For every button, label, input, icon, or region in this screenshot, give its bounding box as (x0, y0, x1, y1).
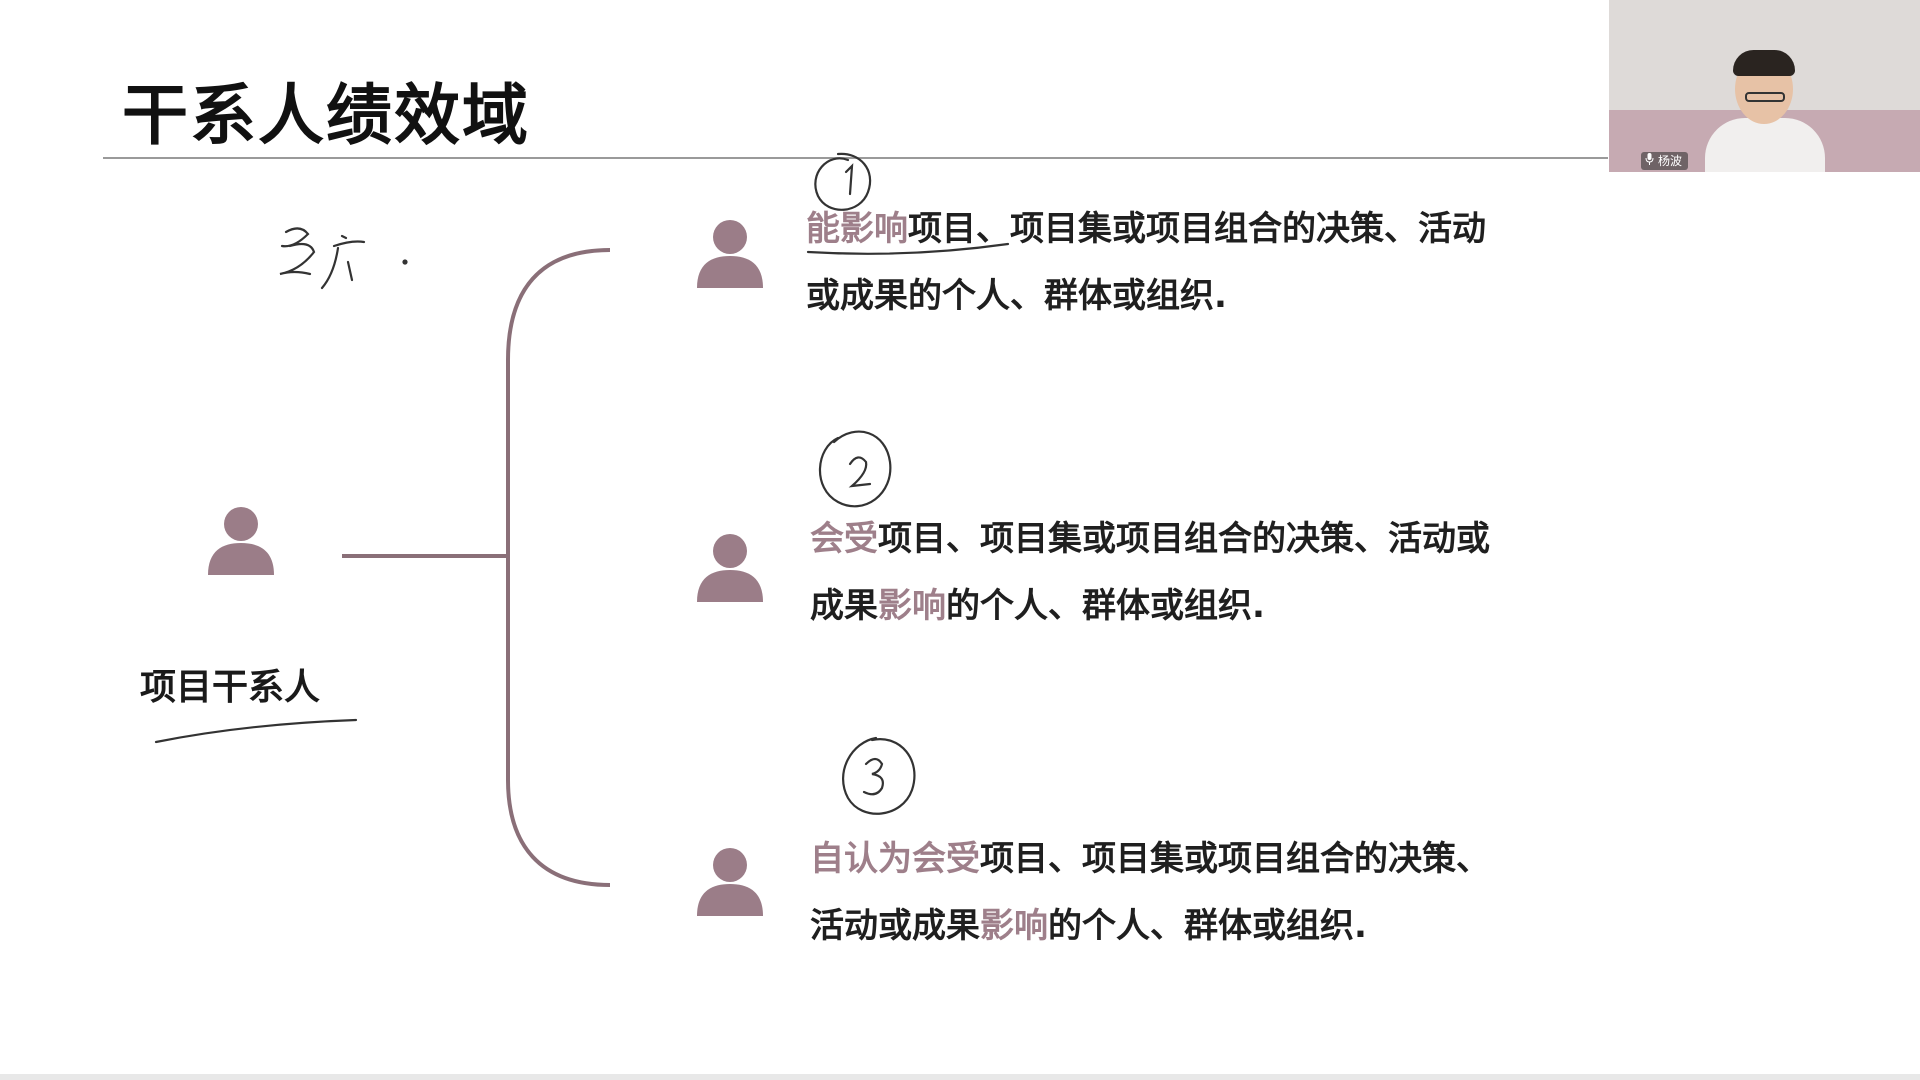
webcam-video-tile[interactable]: 杨波 (1609, 0, 1920, 172)
definition-2-line-1: 会受项目、项目集或项目组合的决策、活动或 (810, 506, 1490, 573)
definition-3-highlight-2: 影响 (980, 906, 1048, 946)
definition-3-line-1: 自认为会受项目、项目集或项目组合的决策、 (810, 826, 1490, 893)
definition-2-highlight-2: 影响 (878, 586, 946, 626)
bottom-bar (0, 1074, 1920, 1080)
definition-3-text-post: 的个人、群体或组织. (1048, 906, 1367, 946)
presenter-shirt (1705, 118, 1825, 172)
definition-2-highlight: 会受 (810, 519, 878, 559)
definition-1-highlight: 能影响 (806, 209, 908, 249)
participant-name: 杨波 (1658, 154, 1683, 168)
project-stakeholder-label: 项目干系人 (140, 667, 321, 708)
stakeholder-definition-3: 自认为会受项目、项目集或项目组合的决策、 活动或成果影响的个人、群体或组织. (810, 826, 1490, 960)
definition-3-highlight: 自认为会受 (810, 839, 980, 879)
definition-1-line-2: 或成果的个人、群体或组织. (806, 276, 1227, 316)
definition-2-line-2: 成果影响的个人、群体或组织. (810, 573, 1490, 640)
presenter-hair (1733, 50, 1795, 76)
item-3-person-icon (695, 846, 765, 916)
presenter-glasses (1745, 92, 1785, 102)
definition-2-text: 项目、项目集或项目组合的决策、活动或 (878, 519, 1490, 559)
definition-3-text-pre: 活动或成果 (810, 906, 980, 946)
item-2-person-icon (695, 532, 765, 602)
definition-3-text: 项目、项目集或项目组合的决策、 (980, 839, 1490, 879)
slide-title: 干系人绩效域 (122, 77, 530, 154)
item-1-person-icon (695, 218, 765, 288)
definition-2-text-post: 的个人、群体或组织. (946, 586, 1265, 626)
definition-3-line-2: 活动或成果影响的个人、群体或组织. (810, 893, 1490, 960)
mic-icon[interactable] (1645, 152, 1654, 170)
stakeholder-definition-2: 会受项目、项目集或项目组合的决策、活动或 成果影响的个人、群体或组织. (810, 506, 1490, 640)
stakeholder-definition-1: 能影响项目、项目集或项目组合的决策、活动 或成果的个人、群体或组织. (806, 196, 1486, 330)
stakeholder-person-icon (206, 505, 276, 575)
definition-1-line-1: 能影响项目、项目集或项目组合的决策、活动 (806, 196, 1486, 263)
participant-name-tag: 杨波 (1641, 152, 1689, 170)
definition-1-text: 项目、项目集或项目组合的决策、活动 (908, 209, 1486, 249)
definition-2-text-pre: 成果 (810, 586, 878, 626)
